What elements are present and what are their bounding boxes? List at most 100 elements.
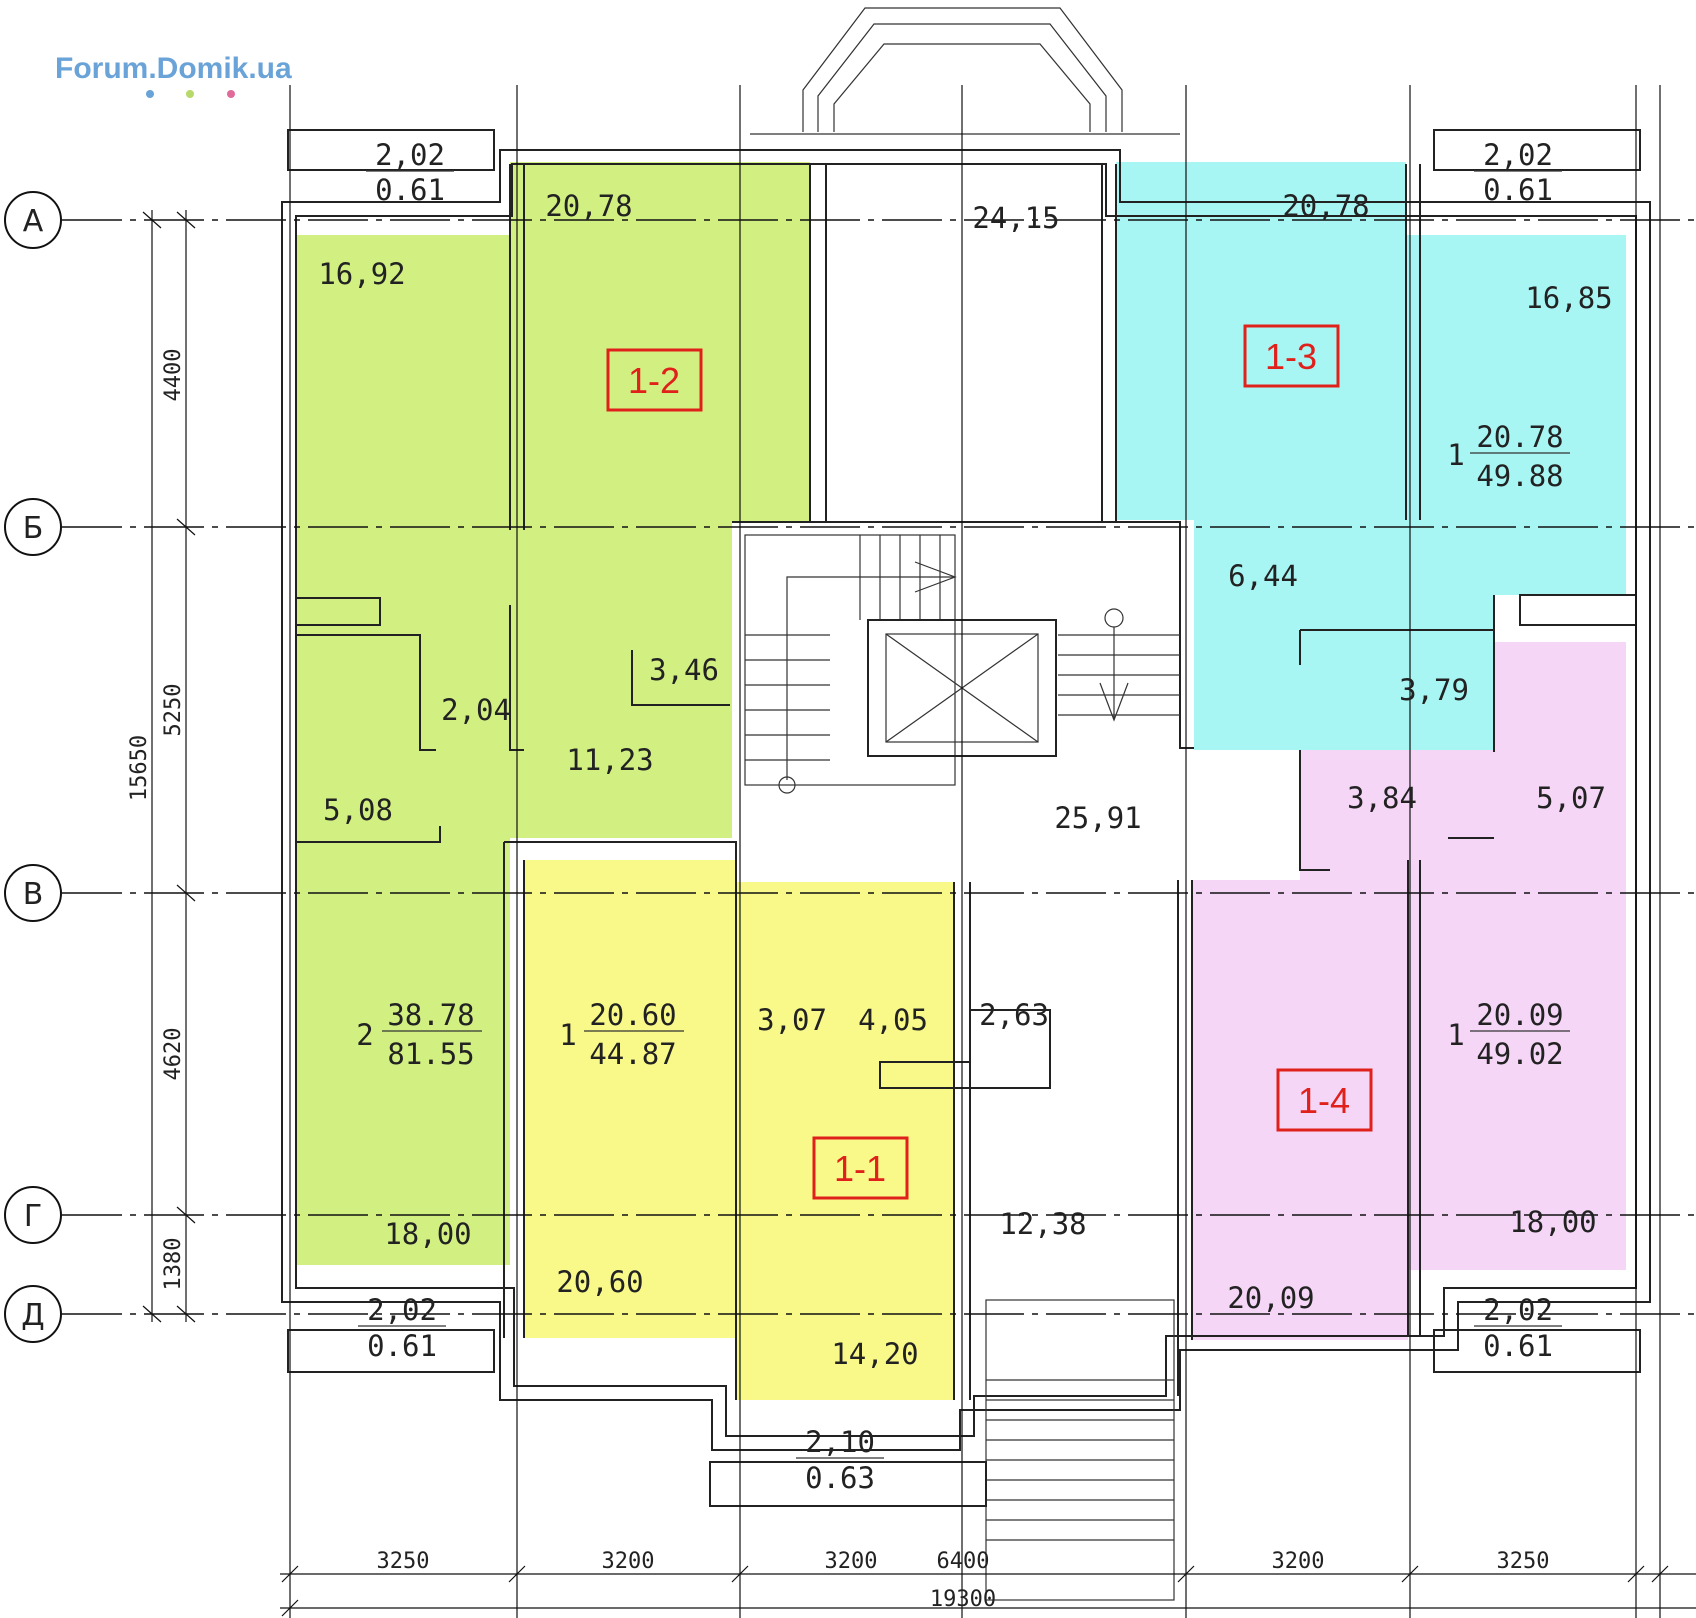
dim-bottom-2: 3200	[602, 1549, 655, 1574]
room-area: 20,09	[1227, 1281, 1314, 1315]
svg-text:0.61: 0.61	[1483, 173, 1553, 207]
watermark: Forum.Domik.ua	[55, 52, 292, 85]
svg-text:49.88: 49.88	[1476, 459, 1563, 493]
svg-text:2: 2	[356, 1018, 373, 1052]
dim-bottom-total: 19300	[930, 1587, 996, 1612]
room-area: 4,05	[858, 1003, 928, 1037]
dim-bottom-6: 3250	[1497, 1549, 1550, 1574]
dim-left-2: 5250	[161, 684, 186, 737]
svg-text:38.78: 38.78	[387, 998, 474, 1032]
room-area: 3,84	[1347, 781, 1417, 815]
apartment-summary-1-4: 1 20.09 49.02	[1447, 998, 1570, 1071]
room-area: 18,00	[384, 1217, 471, 1251]
dim-bottom-1: 3250	[377, 1549, 430, 1574]
room-area: 2,04	[441, 693, 511, 727]
svg-text:1: 1	[1447, 438, 1464, 472]
svg-text:1-2: 1-2	[628, 360, 680, 401]
room-area: 24,15	[972, 201, 1059, 235]
room-area: 20,60	[556, 1265, 643, 1299]
dim-left-3: 4620	[161, 1028, 186, 1081]
balcony-area-top-right: 2,02 0.61	[1474, 138, 1562, 207]
apartment-summary-1-1: 1 20.60 44.87	[559, 998, 684, 1071]
watermark-dot	[146, 90, 154, 98]
staircase	[744, 534, 1180, 794]
room-area: 2,63	[979, 998, 1049, 1032]
axis-label: Б	[23, 511, 44, 546]
svg-text:2,02: 2,02	[367, 1293, 437, 1327]
svg-text:1-1: 1-1	[834, 1148, 886, 1189]
apartment-1-3-fill	[1116, 162, 1626, 750]
grid-columns	[289, 85, 1661, 1618]
balcony-area-top-left: 2,02 0.61	[366, 138, 454, 207]
svg-text:1: 1	[1447, 1018, 1464, 1052]
svg-text:0.61: 0.61	[367, 1329, 437, 1363]
svg-text:0.61: 0.61	[375, 173, 445, 207]
axis-bubble-d: Д	[4, 1285, 62, 1343]
apartment-label-1-4: 1-4	[1276, 1068, 1373, 1132]
svg-text:1-4: 1-4	[1298, 1080, 1350, 1121]
apartment-1-2-fill	[296, 162, 810, 1265]
room-area: 20,78	[1282, 189, 1369, 223]
room-area: 18,00	[1509, 1205, 1596, 1239]
balconies	[287, 129, 1641, 1507]
room-area: 3,07	[757, 1003, 827, 1037]
axis-bubble-g: Г	[4, 1186, 62, 1244]
svg-text:20.09: 20.09	[1476, 998, 1563, 1032]
axis-label: В	[23, 877, 44, 912]
svg-text:20.60: 20.60	[589, 998, 676, 1032]
room-area: 12,38	[999, 1207, 1086, 1241]
room-area: 5,08	[323, 793, 393, 827]
exterior-walls	[281, 149, 1651, 1451]
dim-left-4: 1380	[161, 1238, 186, 1291]
dim-left-total: 15650	[127, 735, 152, 801]
svg-text:1-3: 1-3	[1265, 336, 1317, 377]
balcony-area-bottom-center: 2,10 0.63	[796, 1425, 884, 1495]
dim-bottom-5: 3200	[1272, 1549, 1325, 1574]
grid-rows	[62, 219, 1696, 1315]
apartment-label-1-2: 1-2	[606, 348, 703, 412]
apartment-label-1-3: 1-3	[1243, 324, 1340, 388]
apartment-summary-1-2: 2 38.78 81.55	[356, 998, 482, 1071]
dimension-left: 4400 5250 4620 1380 15650	[127, 210, 196, 1323]
room-area: 25,91	[1054, 801, 1141, 835]
room-area: 20,78	[545, 189, 632, 223]
axis-label: Г	[24, 1199, 42, 1234]
svg-text:1: 1	[559, 1018, 576, 1052]
apartment-label-1-1: 1-1	[812, 1136, 909, 1200]
bay-window	[750, 7, 1180, 135]
room-areas: 20,78 24,15 20,78 16,92 16,85 6,44 3,46 …	[318, 189, 1612, 1371]
svg-text:2,02: 2,02	[375, 138, 445, 172]
balcony-area-bottom-left: 2,02 0.61	[358, 1293, 446, 1363]
dim-left-1: 4400	[161, 349, 186, 402]
room-area: 3,79	[1399, 673, 1469, 707]
room-area: 14,20	[831, 1337, 918, 1371]
svg-text:81.55: 81.55	[387, 1037, 474, 1071]
svg-text:20.78: 20.78	[1476, 420, 1563, 454]
room-area: 16,85	[1525, 281, 1612, 315]
apartment-summary-1-3: 1 20.78 49.88	[1447, 420, 1570, 493]
svg-text:2,02: 2,02	[1483, 1293, 1553, 1327]
room-area: 6,44	[1228, 559, 1298, 593]
room-area: 3,46	[649, 653, 719, 687]
axis-bubble-b: Б	[4, 498, 62, 556]
interior-walls	[296, 164, 1637, 1400]
svg-text:44.87: 44.87	[589, 1037, 676, 1071]
svg-text:2,10: 2,10	[805, 1425, 875, 1459]
room-area: 11,23	[566, 743, 653, 777]
apartment-1-1-fill	[524, 860, 954, 1400]
room-area: 5,07	[1536, 781, 1606, 815]
svg-text:0.61: 0.61	[1483, 1329, 1553, 1363]
axis-label: А	[23, 204, 44, 239]
dimension-bottom: 3250 3200 3200 6400 3200 3250 19300	[280, 1549, 1696, 1617]
svg-text:2,02: 2,02	[1483, 138, 1553, 172]
balcony-area-bottom-right: 2,02 0.61	[1474, 1293, 1562, 1363]
svg-text:0.63: 0.63	[805, 1461, 875, 1495]
svg-text:49.02: 49.02	[1476, 1037, 1563, 1071]
watermark-dot	[186, 90, 194, 98]
axis-label: Д	[21, 1298, 44, 1333]
dim-bottom-3: 3200	[825, 1549, 878, 1574]
entrance-steps	[985, 1299, 1175, 1601]
watermark-dot	[227, 90, 235, 98]
dim-bottom-4: 6400	[937, 1549, 990, 1574]
